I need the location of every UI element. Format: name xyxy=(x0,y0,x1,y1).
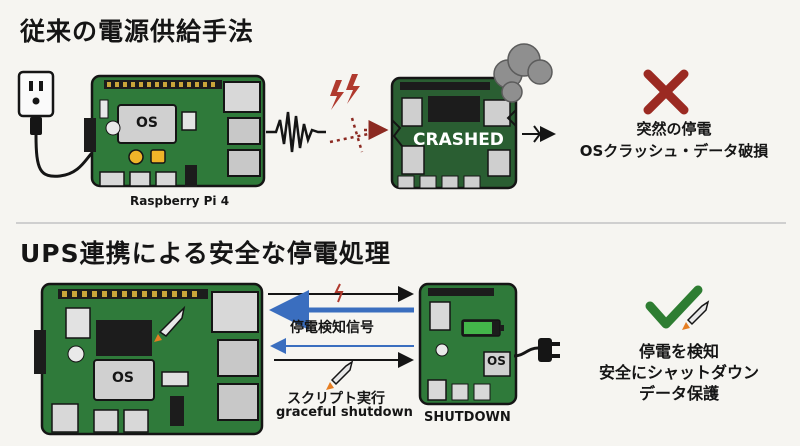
lightning-icon xyxy=(330,74,360,110)
legacy-result-line2: OSクラッシュ・データ破損 xyxy=(579,142,769,160)
graceful-shutdown-label: graceful shutdown xyxy=(276,405,413,420)
os-chip-label: OS xyxy=(136,115,158,131)
power-feed-arrow xyxy=(268,283,414,303)
ups-board xyxy=(418,282,518,406)
legacy-section-title: 従来の電源供給手法 xyxy=(20,17,255,46)
rocket-icon xyxy=(154,305,186,342)
ups-result-line2: 安全にシャットダウン xyxy=(598,363,759,382)
board-label: Raspberry Pi 4 xyxy=(130,194,230,208)
broken-line xyxy=(350,117,364,153)
main-raspberry-pi-board xyxy=(34,282,264,436)
shutdown-label: SHUTDOWN xyxy=(424,410,511,425)
script-label: スクリプト実行 xyxy=(287,391,385,407)
script-rocket-icon xyxy=(326,360,354,390)
smoke-icon xyxy=(493,43,553,103)
raspberry-pi-board xyxy=(84,74,266,188)
power-surge-wave xyxy=(266,111,326,153)
ups-power-plug-icon xyxy=(513,338,560,362)
os-chip-label-main: OS xyxy=(112,370,134,386)
ups-result-line3: データ保護 xyxy=(638,384,719,403)
success-check-icon xyxy=(645,285,703,329)
signal-label: 停電検知信号 xyxy=(290,320,374,336)
crashed-board xyxy=(390,76,518,190)
os-chip-label-ups: OS xyxy=(487,354,506,368)
success-rocket-icon xyxy=(682,300,710,330)
section-divider xyxy=(16,222,786,224)
ups-result-line1: 停電を検知 xyxy=(638,342,719,361)
power-plug-icon xyxy=(30,117,99,178)
wall-outlet-icon xyxy=(17,70,55,118)
legacy-result-line1: 突然の停電 xyxy=(636,120,712,138)
failure-cross-icon xyxy=(643,69,689,115)
crashed-label: CRASHED xyxy=(413,130,504,150)
ups-section-title: UPS連携による安全な停電処理 xyxy=(20,239,391,268)
